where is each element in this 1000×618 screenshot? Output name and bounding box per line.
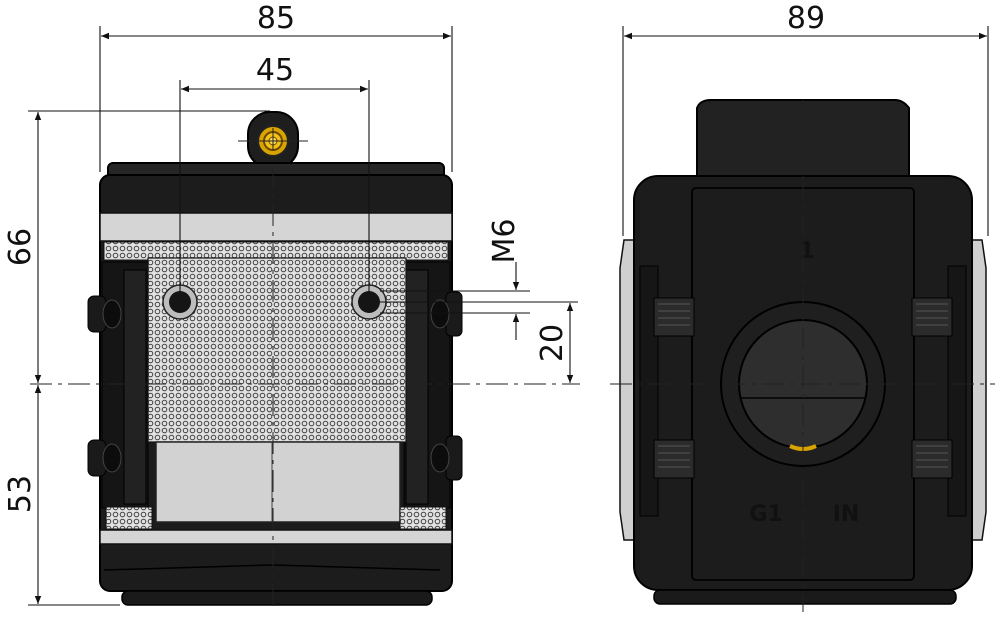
dim-front-width: 85 [257,1,295,36]
front-view [87,111,463,606]
thread-size-label: G1 [749,502,782,527]
dim-hole-spacing: 45 [256,53,294,88]
mounting-hole-left [162,284,198,320]
side-view: 1 G1 IN [619,99,987,605]
dim-upper-height: 66 [3,228,38,266]
mounting-hole-right [351,284,387,320]
label-plate [155,441,401,523]
dimension-lines [28,26,989,606]
dim-thread: M6 [487,219,522,264]
direction-label: IN [833,502,860,527]
center-lines [30,100,995,612]
dim-thread-offset: 20 [535,324,570,362]
dim-side-width: 89 [787,1,825,36]
dim-lower-height: 53 [3,475,38,513]
port-number-label: 1 [799,239,814,264]
